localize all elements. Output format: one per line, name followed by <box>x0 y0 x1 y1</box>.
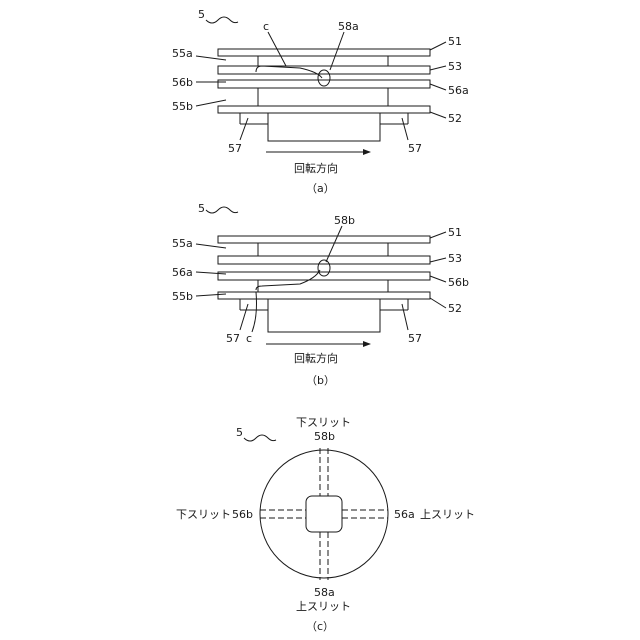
ref-55b-b: 55b <box>172 290 193 303</box>
left-slit-text: 下スリット <box>176 508 231 521</box>
caption-c: （c） <box>306 620 334 633</box>
leader-5-c <box>244 435 276 441</box>
ref-c-a: c <box>263 20 269 33</box>
ref-5-a: 5 <box>198 8 205 21</box>
loop-58b-b <box>318 260 330 276</box>
hub-57-a <box>268 113 380 141</box>
right-slit-ref: 56a <box>394 508 415 521</box>
ref-57-right-a: 57 <box>408 142 422 155</box>
plate-51-b <box>218 236 430 243</box>
bottom-slit-text: 上スリット <box>296 600 351 613</box>
ref-56b-b: 56b <box>448 276 469 289</box>
panel-b <box>196 207 446 344</box>
caption-b: （b） <box>306 374 335 387</box>
ref-56a-b: 56a <box>172 266 193 279</box>
bottom-slit-ref: 58a <box>314 586 335 599</box>
ref-55a-a: 55a <box>172 47 193 60</box>
disk-outline-c <box>260 450 388 578</box>
caption-a: （a） <box>306 182 335 195</box>
ref-57-left-b: 57 <box>226 332 240 345</box>
ref-51-a: 51 <box>448 35 462 48</box>
ref-5-b: 5 <box>198 202 205 215</box>
right-slit-text: 上スリット <box>420 508 475 521</box>
panel-c <box>244 435 388 580</box>
loop-58a-a <box>318 70 330 86</box>
ref-58a-a: 58a <box>338 20 359 33</box>
ref-5-c: 5 <box>236 426 243 439</box>
ref-52-a: 52 <box>448 112 462 125</box>
rotation-label-b: 回転方向 <box>294 351 338 365</box>
ref-c-b: c <box>246 332 252 345</box>
core-block-b <box>258 280 388 292</box>
ref-55b-a: 55b <box>172 100 193 113</box>
plate-53-lower-a <box>218 80 430 88</box>
ref-58b-b: 58b <box>334 214 355 227</box>
plate-51-a <box>218 49 430 56</box>
ref-55a-b: 55a <box>172 237 193 250</box>
ref-57-left-a: 57 <box>228 142 242 155</box>
plate-52-b <box>218 292 430 299</box>
ref-53-a: 53 <box>448 60 462 73</box>
center-hub-c <box>306 496 342 532</box>
leader-5-b <box>206 207 238 213</box>
panel-c-labels: 5 下スリット 58b 下スリット 56b 56a 上スリット 58a 上スリッ… <box>176 416 475 633</box>
ref-56a-a: 56a <box>448 84 469 97</box>
top-slit-ref: 58b <box>314 430 335 443</box>
left-slit-ref: 56b <box>232 508 253 521</box>
panel-a <box>196 17 446 152</box>
plate-52-a <box>218 106 430 113</box>
top-slit-text: 下スリット <box>296 416 351 429</box>
ref-57-right-b: 57 <box>408 332 422 345</box>
ref-52-b: 52 <box>448 302 462 315</box>
leader-5-a <box>206 17 238 23</box>
ref-53-b: 53 <box>448 252 462 265</box>
core-block-a <box>258 88 388 106</box>
wire-c-a <box>256 66 322 78</box>
rotation-label-a: 回転方向 <box>294 161 338 175</box>
ref-51-b: 51 <box>448 226 462 239</box>
hub-57-b <box>268 299 380 332</box>
ref-56b-a: 56b <box>172 76 193 89</box>
